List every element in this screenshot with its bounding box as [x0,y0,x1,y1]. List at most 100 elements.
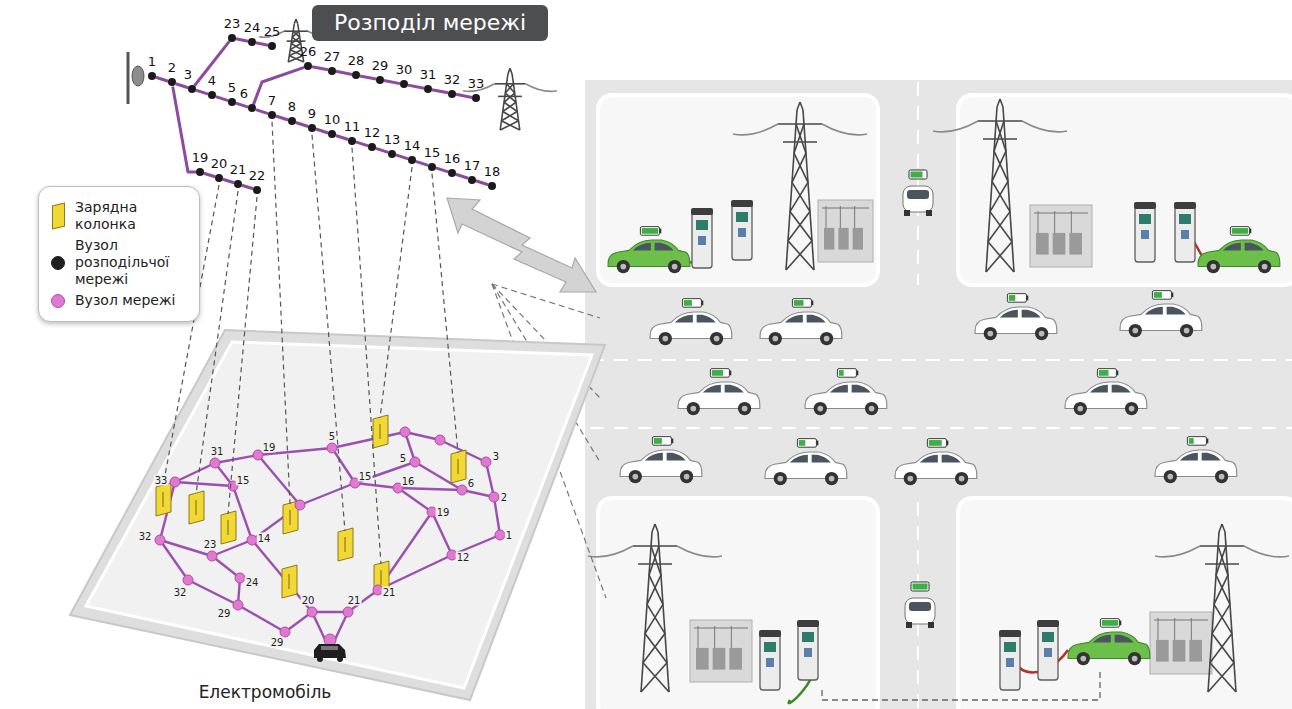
car-window [633,243,674,251]
legend-text: Вузол мережі [75,292,175,309]
pylon-strut [1208,532,1219,692]
network-line [242,185,253,189]
distribution-node: 13 [384,133,401,158]
battery-tip [729,371,731,376]
node-number: 29 [372,59,389,73]
substation-yard [690,620,752,682]
node-dot [428,163,436,171]
lane-marking [917,82,919,285]
pylon-strut [291,37,300,43]
battery-icon [640,227,659,236]
substation [818,200,873,262]
car-wheel [769,332,782,345]
map-edge [432,512,452,555]
charger-plug [698,236,706,245]
charger-symbol [221,511,236,544]
pylon-strut [1208,663,1234,692]
distribution-node: 9 [308,107,316,132]
map-charger [189,491,204,524]
car-wheel [1128,652,1141,665]
map-node-number: 32 [173,587,188,598]
busbar [1038,211,1039,233]
map-node-number: 1 [505,530,513,541]
distribution-node: 23 [224,17,241,42]
node-dot [248,104,256,112]
lane-marking [590,359,1292,361]
pylon-strut [1225,532,1236,692]
node-dot [253,186,261,194]
distribution-node: 22 [249,169,266,194]
battery-level [712,370,723,376]
node-number: 7 [268,94,276,108]
map-node-number: 29 [270,637,285,648]
distribution-node: 4 [208,74,216,99]
map-node-number: 21 [347,595,362,606]
map-node [495,530,505,540]
distribution-node: 31 [420,68,437,93]
pylon-strut [505,93,516,102]
map-node [400,427,410,437]
power-pylon [463,68,557,130]
node-number: 20 [211,157,228,171]
pylon-strut [658,532,669,692]
map-edge [258,455,300,505]
battery-tip [1171,293,1173,298]
node-dot [424,85,432,93]
charger-cap [731,200,753,207]
car-wheel [617,260,630,273]
charger-body [798,622,818,680]
power-wire [933,121,1067,132]
charger-plug [738,228,746,237]
car-wheel [825,472,838,485]
charger-plug [766,658,774,667]
battery-level [1154,292,1162,298]
transformer [1173,640,1186,662]
charger-body [732,202,752,260]
map-node-number: 12 [456,552,471,563]
charger-body [1000,632,1020,690]
car [895,439,977,486]
node-dot [388,150,396,158]
pylon-strut [495,83,526,85]
busbar [714,626,715,648]
network-line [196,90,208,94]
map-node-number: 6 [467,478,475,489]
car-wheel [926,210,932,216]
legend-row: Вузол мережі [49,292,189,309]
charging-station [1037,620,1059,680]
car-wheel [928,622,934,628]
legend-row: Вузол розподільчої мережі [49,237,189,288]
pylon-strut [792,182,810,211]
lane-marking [590,427,1292,429]
node-number: 3 [184,68,192,82]
battery-icon [682,299,701,308]
legend-swatch-holder [49,256,67,270]
car-hub [1210,264,1216,270]
charger-cap [999,630,1021,637]
car-wheel [1035,327,1048,340]
map-node [489,492,499,502]
pylon-strut [986,107,997,272]
transformer [1069,233,1082,255]
node-dot [408,156,416,164]
node-number: 26 [300,45,317,59]
charger-screen [736,212,748,222]
charger-body [1175,204,1195,262]
node-dot [448,169,456,177]
distribution-node: 17 [464,159,481,184]
car-wheel [865,402,878,415]
legend-swatch [52,202,65,229]
car-hub [1080,656,1086,662]
substation [1030,205,1092,267]
battery-icon [710,369,729,378]
battery-tip [659,229,661,234]
car-wheel [814,402,827,415]
car-window [1000,310,1041,318]
pylon-strut [649,575,663,604]
car-window [907,190,929,199]
battery-icon [1230,227,1249,236]
pylon-strut [990,181,1008,211]
node-dot [468,176,476,184]
battery-icon [909,170,927,179]
title-badge: Розподіл мережі [312,5,548,41]
